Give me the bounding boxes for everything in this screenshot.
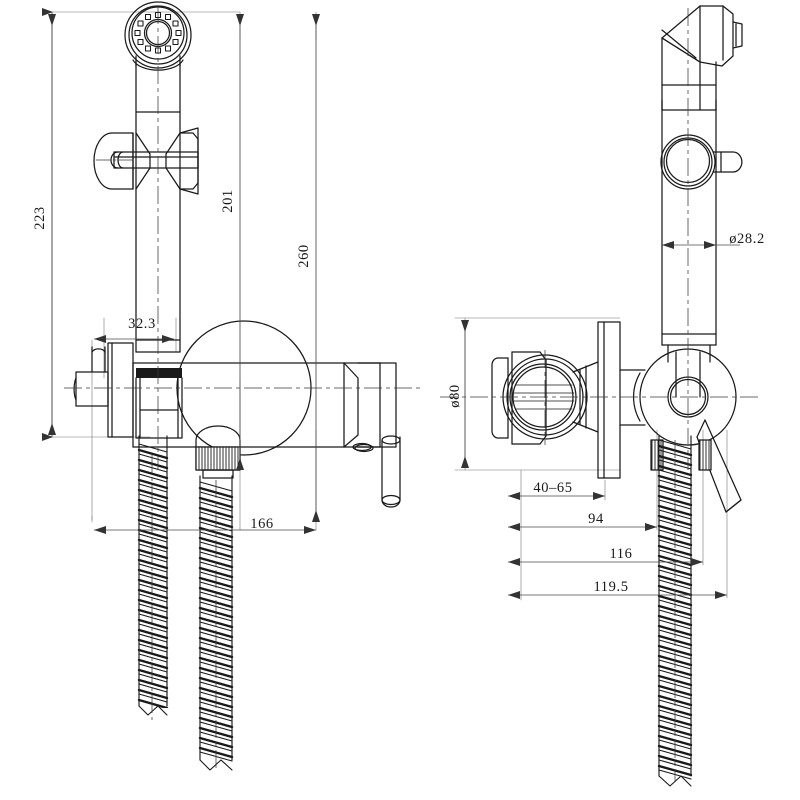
trigger-ring-side bbox=[660, 134, 743, 190]
spray-head-angled bbox=[661, 5, 743, 111]
gasket-front bbox=[136, 368, 182, 378]
hose-stub-side bbox=[667, 344, 711, 363]
dim-116-label: 116 bbox=[609, 546, 632, 562]
knurled-nut-front bbox=[195, 425, 241, 479]
wall-flange-front bbox=[73, 342, 134, 438]
front-extension-lines bbox=[51, 11, 317, 531]
hose-connector-front bbox=[135, 377, 183, 439]
flexible-hose-left bbox=[137, 435, 169, 708]
control-handle-front bbox=[354, 435, 401, 508]
holder-bracket-side bbox=[696, 419, 742, 513]
dimension-labels: 223 201 260 32.3 166 ø28.2 ø80 40–65 94 … bbox=[32, 189, 765, 595]
dim-119-5-label: 119.5 bbox=[593, 579, 628, 595]
handle-barrel-side bbox=[661, 99, 717, 346]
dim-32-3-label: 32.3 bbox=[128, 316, 156, 332]
dim-dia-80-label: ø80 bbox=[447, 384, 463, 408]
hose-collars-side bbox=[650, 439, 712, 471]
trigger-lever bbox=[93, 127, 199, 195]
dim-40-65-label: 40–65 bbox=[533, 480, 572, 496]
dim-dia-28-2-label: ø28.2 bbox=[729, 231, 765, 247]
dim-260-label: 260 bbox=[296, 244, 312, 268]
dim-166-label: 166 bbox=[250, 516, 274, 532]
wall-plate-side bbox=[491, 321, 621, 479]
dimension-lines bbox=[42, 8, 740, 599]
dim-223-label: 223 bbox=[32, 206, 48, 230]
dim-94-label: 94 bbox=[588, 511, 604, 527]
center-lines bbox=[64, 6, 760, 782]
dim-201-label: 201 bbox=[220, 189, 236, 213]
